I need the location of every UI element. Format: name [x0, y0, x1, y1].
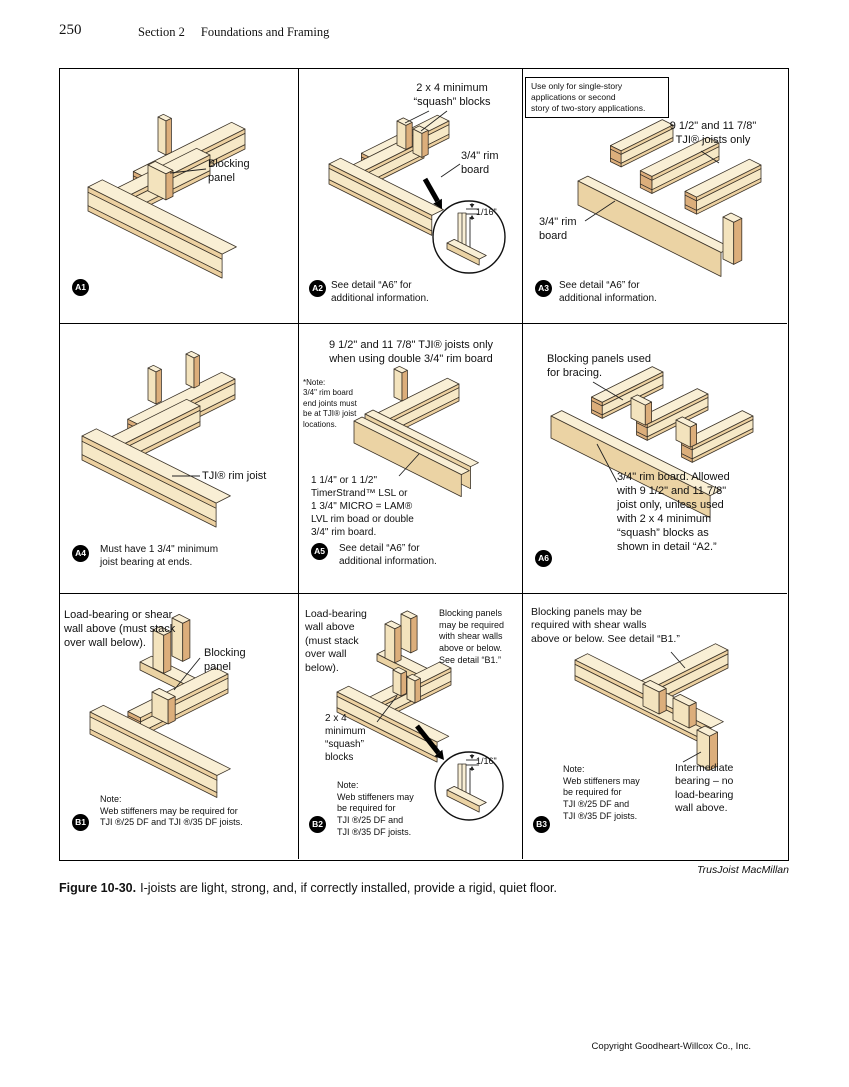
panel-b1: Load-bearing or shear wall above (must s…	[60, 594, 299, 859]
blocking-required-note: Blocking panels may be required with she…	[439, 608, 505, 665]
joist-size-label: 9 1/2" and 11 7/8" TJI® joists only	[669, 120, 757, 147]
panel-a4: TJI® rim joist Must have 1 3/4" minimum …	[60, 324, 299, 594]
see-detail-note: See detail “A6” for additional informati…	[339, 543, 437, 567]
gap-dimension-label: 1/16"	[476, 756, 497, 766]
figure-10-30: Blocking panel A1 2 x 4 minimum “squash”…	[59, 68, 789, 861]
panel-a3-illustration	[577, 119, 762, 277]
panel-a2-illustration	[328, 110, 506, 274]
figure-caption: Figure 10-30.I-joists are light, strong,…	[59, 881, 783, 895]
panel-a4-illustration	[81, 350, 236, 528]
squash-blocks-label: 2 x 4 minimum “squash” blocks	[413, 82, 491, 109]
copyright-notice: Copyright Goodheart-Willcox Co., Inc.	[591, 1041, 751, 1052]
web-stiffener-note: Note: Web stiffeners may be required for…	[100, 794, 243, 828]
badge-a1: A1	[72, 279, 89, 296]
panel-b2-illustration	[336, 610, 504, 821]
badge-a3: A3	[535, 280, 552, 297]
page-number: 250	[59, 22, 82, 38]
see-detail-note: See detail “A6” for additional informati…	[331, 280, 429, 304]
section-title: Foundations and Framing	[200, 25, 330, 39]
panel-a5: 9 1/2" and 11 7/8" TJI® joists only when…	[299, 324, 523, 594]
panel-a2: 2 x 4 minimum “squash” blocks 3/4" rim b…	[299, 69, 523, 324]
panel-a6-illustration	[550, 366, 754, 519]
panel-b1-illustration	[89, 613, 231, 798]
rim-joint-note: *Note: 3/4" rim board end joints must be…	[303, 378, 357, 429]
blocking-bracing-label: Blocking panels used for bracing.	[547, 353, 651, 380]
badge-b3: B3	[533, 816, 550, 833]
badge-b1: B1	[72, 814, 89, 831]
squash-blocks-label: 2 x 4 minimum “squash” blocks	[325, 713, 366, 763]
section-label: Section 2	[138, 25, 185, 39]
panel-a1-illustration	[87, 113, 246, 279]
figure-caption-text: I-joists are light, strong, and, if corr…	[140, 881, 557, 895]
badge-a6: A6	[535, 550, 552, 567]
badge-a5: A5	[311, 543, 328, 560]
panel-a6: Blocking panels used for bracing. 3/4" r…	[523, 324, 787, 594]
panel-b3-illustration	[574, 643, 729, 771]
badge-a4: A4	[72, 545, 89, 562]
figure-number: Figure 10-30.	[59, 881, 137, 895]
joist-size-label: 9 1/2" and 11 7/8" TJI® joists only when…	[328, 339, 494, 366]
rim-board-label: 3/4" rim board	[539, 216, 577, 243]
section-header: Section 2 Foundations and Framing	[138, 25, 329, 40]
blocking-panel-label: Blocking panel	[204, 647, 246, 674]
usage-note-box: Use only for single-story applications o…	[525, 77, 669, 119]
gap-dimension-label: 1/16"	[476, 207, 497, 217]
badge-b2: B2	[309, 816, 326, 833]
badge-a2: A2	[309, 280, 326, 297]
panel-a3: Use only for single-story applications o…	[523, 69, 787, 324]
rim-material-label: 1 1/4" or 1 1/2" TimerStrand™ LSL or 1 3…	[311, 475, 414, 538]
wall-above-label: Load-bearing or shear wall above (must s…	[64, 609, 176, 650]
panel-a1: Blocking panel A1	[60, 69, 299, 324]
see-detail-note: See detail “A6” for additional informati…	[559, 280, 657, 304]
wall-above-label: Load-bearing wall above (must stack over…	[305, 608, 367, 674]
rim-board-note: 3/4" rim board. Allowed with 9 1/2" and …	[617, 471, 730, 554]
panel-b3: Blocking panels may be required with she…	[523, 594, 787, 859]
tji-rim-joist-label: TJI® rim joist	[202, 470, 267, 482]
blocking-required-label: Blocking panels may be required with she…	[531, 606, 680, 645]
intermediate-bearing-label: Intermediate bearing – no load-bearing w…	[675, 762, 734, 815]
panel-b2: Load-bearing wall above (must stack over…	[299, 594, 523, 859]
web-stiffener-note: Note: Web stiffeners may be required for…	[563, 764, 640, 821]
illustration-credit: TrusJoist MacMillan	[697, 864, 789, 876]
panel-a5-illustration	[353, 365, 479, 498]
web-stiffener-note: Note: Web stiffeners may be required for…	[337, 780, 414, 837]
blocking-panel-label: Blocking panel	[208, 158, 250, 185]
rim-board-label: 3/4" rim board	[461, 150, 499, 177]
bearing-note: Must have 1 3/4" minimum joist bearing a…	[100, 544, 219, 568]
